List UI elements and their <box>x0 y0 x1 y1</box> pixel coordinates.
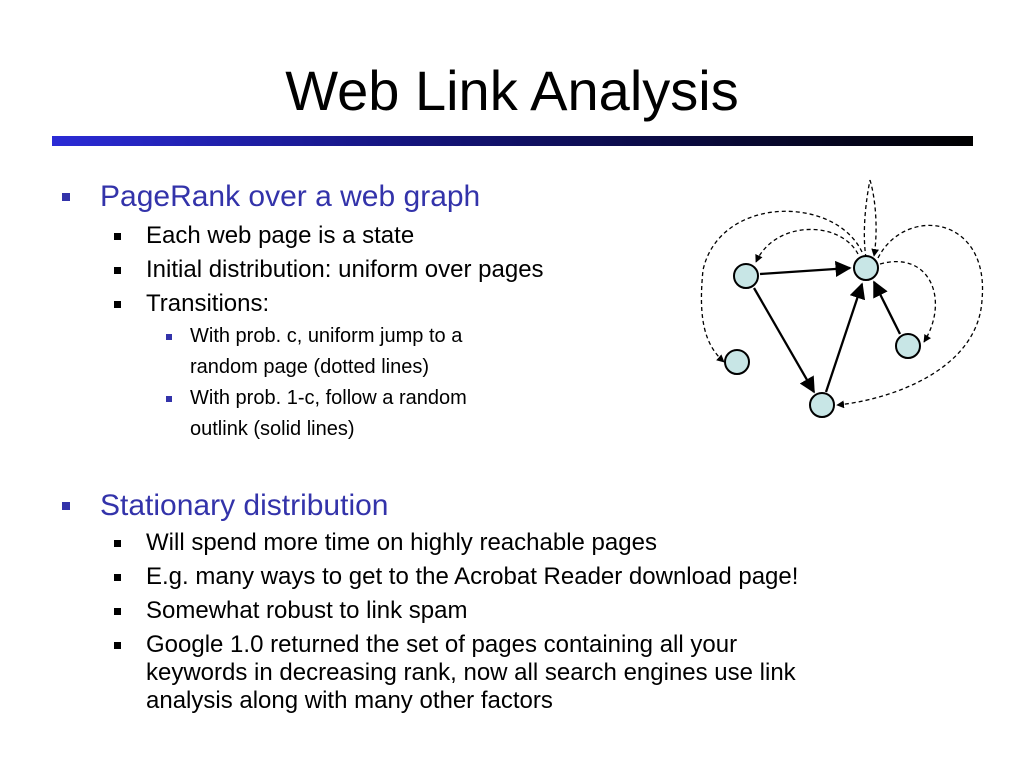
solid-edges <box>753 260 902 394</box>
subbullet-follow-outlink: With prob. 1-c, follow a random outlink … <box>166 383 467 445</box>
title-divider <box>52 136 973 146</box>
bullet-google-line3: analysis along with many other factors <box>146 687 553 714</box>
square-bullet-icon <box>114 529 121 557</box>
bullet-initial-distribution-text: Initial distribution: uniform over pages <box>146 256 544 283</box>
node-isolated <box>724 349 750 375</box>
square-bullet-icon <box>166 383 172 414</box>
solid-edge-right-to-top <box>872 280 902 335</box>
subbullet-follow-outlink-line2: outlink (solid lines) <box>190 418 355 440</box>
square-bullet-icon <box>114 631 121 659</box>
graph-nodes <box>724 255 921 418</box>
dotted-edges <box>700 179 984 409</box>
bullet-initial-distribution: Initial distribution: uniform over pages <box>114 256 544 284</box>
square-bullet-icon <box>166 321 172 352</box>
bullet-google-line2: keywords in decreasing rank, now all sea… <box>146 659 796 686</box>
dotted-edge-top-loop-a <box>863 179 871 259</box>
subbullet-follow-outlink-line1: With prob. 1-c, follow a random <box>190 387 467 409</box>
bullet-stationary-text: Stationary distribution <box>100 489 389 522</box>
square-bullet-icon <box>62 180 70 214</box>
bullet-pagerank-text: PageRank over a web graph <box>100 180 481 213</box>
dotted-edge-top-to-bottom <box>836 224 984 409</box>
web-graph-diagram <box>700 179 984 418</box>
subbullet-uniform-jump: With prob. c, uniform jump to a random p… <box>166 321 463 383</box>
node-bottom <box>809 392 835 418</box>
solid-edge-topleft-to-bottom <box>753 287 815 394</box>
bullet-reachable: Will spend more time on highly reachable… <box>114 529 657 557</box>
bullet-link-spam-text: Somewhat robust to link spam <box>146 597 468 624</box>
square-bullet-icon <box>114 563 121 591</box>
bullet-acrobat: E.g. many ways to get to the Acrobat Rea… <box>114 563 799 591</box>
bullet-google-line1: Google 1.0 returned the set of pages con… <box>146 631 738 658</box>
subbullet-uniform-jump-line1: With prob. c, uniform jump to a <box>190 325 463 347</box>
node-topleft <box>733 263 759 289</box>
bullet-link-spam: Somewhat robust to link spam <box>114 597 468 625</box>
bullet-stationary: Stationary distribution <box>62 489 389 523</box>
bullet-reachable-text: Will spend more time on highly reachable… <box>146 529 657 556</box>
square-bullet-icon <box>114 290 121 318</box>
square-bullet-icon <box>114 256 121 284</box>
solid-edge-bottom-to-top <box>824 282 866 393</box>
subbullet-uniform-jump-line2: random page (dotted lines) <box>190 356 430 378</box>
square-bullet-icon <box>114 222 121 250</box>
bullet-pagerank: PageRank over a web graph <box>62 180 481 214</box>
solid-edge-topleft-to-top <box>759 260 852 277</box>
node-top <box>853 255 879 281</box>
bullet-state-text: Each web page is a state <box>146 222 415 249</box>
dotted-edge-top-to-right <box>879 261 937 343</box>
node-right <box>895 333 921 359</box>
bullet-google: Google 1.0 returned the set of pages con… <box>114 631 796 715</box>
bullet-transitions: Transitions: <box>114 290 270 318</box>
dotted-edge-top-to-left-isolated <box>700 210 863 363</box>
dotted-edge-top-loop-b <box>869 179 879 257</box>
square-bullet-icon <box>62 489 70 523</box>
bullet-state: Each web page is a state <box>114 222 415 250</box>
bullet-transitions-text: Transitions: <box>146 290 270 317</box>
dotted-edge-top-to-topleft <box>755 228 859 263</box>
bullet-acrobat-text: E.g. many ways to get to the Acrobat Rea… <box>146 563 799 590</box>
slide-title: Web Link Analysis <box>285 59 739 122</box>
square-bullet-icon <box>114 597 121 625</box>
